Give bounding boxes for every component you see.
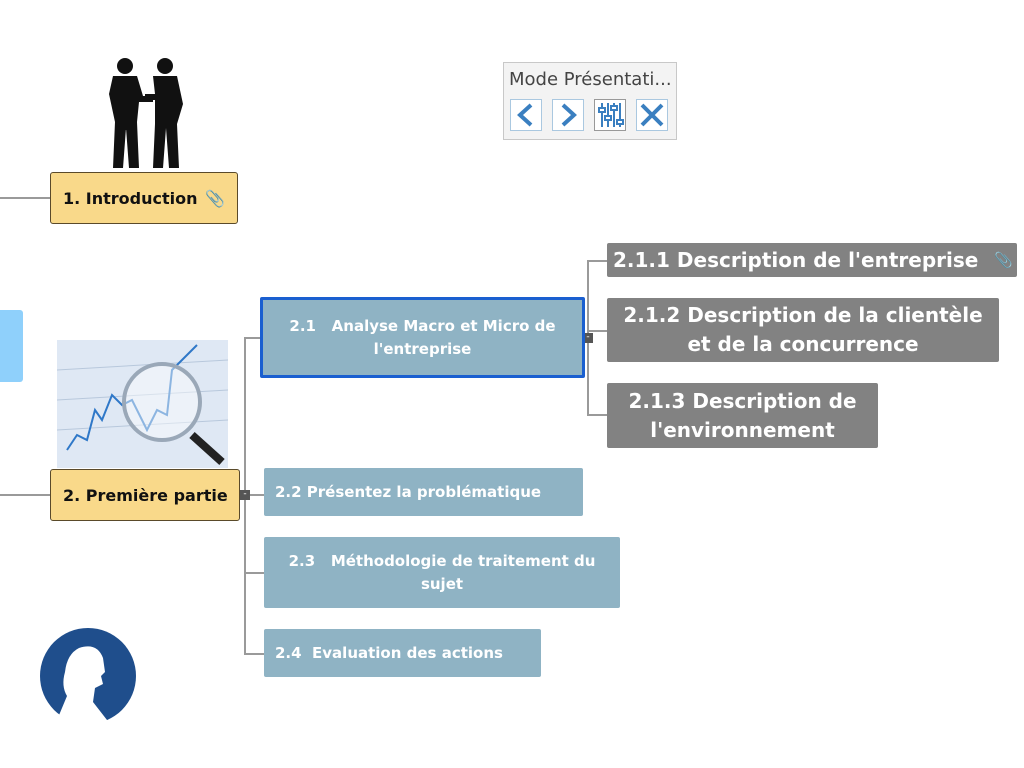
node-2-1[interactable]: 2.1 Analyse Macro et Micro de l'entrepri…: [260, 297, 585, 378]
node-number: 2.1: [289, 316, 316, 335]
collapse-toggle[interactable]: -: [240, 490, 250, 500]
presentation-toolbar: Mode Présentati...: [503, 62, 677, 140]
node-label: 2.1.1 Description de l'entreprise: [613, 247, 979, 272]
node-premiere-partie[interactable]: 2. Première partie: [50, 469, 240, 521]
collapse-toggle[interactable]: -: [583, 333, 593, 343]
node-label: 1. Introduction: [63, 188, 198, 208]
connector: [0, 197, 50, 199]
node-2-1-2[interactable]: 2.1.2 Description de la clientèle et de …: [607, 298, 999, 362]
node-2-3[interactable]: 2.3 Méthodologie de traitement du sujet: [264, 537, 620, 608]
node-label: 2.2 Présentez la problématique: [275, 482, 542, 501]
node-label: 2.1.3 Description de l'environnement: [628, 388, 857, 442]
toolbar-title: Mode Présentati...: [509, 69, 672, 90]
connector: [587, 330, 607, 332]
node-2-2[interactable]: 2.2 Présentez la problématique: [264, 468, 583, 516]
close-icon: [640, 103, 664, 127]
node-label: Evaluation des actions: [312, 643, 503, 662]
settings-button[interactable]: [594, 99, 626, 131]
chevron-right-icon: [561, 103, 577, 127]
node-2-1-1[interactable]: 2.1.1 Description de l'entreprise 📎: [607, 243, 1017, 277]
node-number: 2.3: [288, 551, 316, 570]
connector: [244, 337, 260, 339]
thinker-icon: [40, 628, 136, 720]
connector: [587, 260, 607, 262]
connector: [244, 653, 264, 655]
connector: [587, 414, 607, 416]
node-2-1-3[interactable]: 2.1.3 Description de l'environnement: [607, 383, 878, 448]
node-label: 2.1.2 Description de la clientèle et de …: [623, 303, 983, 356]
node-2-4[interactable]: 2.4 Evaluation des actions: [264, 629, 541, 677]
node-label: 2. Première partie: [63, 485, 228, 505]
node-introduction[interactable]: 1. Introduction 📎: [50, 172, 238, 224]
handshake-image: [109, 58, 183, 168]
connector: [0, 494, 50, 496]
side-tab[interactable]: [0, 310, 23, 382]
paperclip-icon[interactable]: 📎: [994, 250, 1013, 269]
node-label: Méthodologie de traitement du sujet: [330, 551, 596, 593]
chart-magnifier-image: [57, 340, 228, 468]
connector: [244, 572, 264, 574]
chevron-left-icon: [517, 103, 533, 127]
previous-button[interactable]: [510, 99, 542, 131]
node-label: Analyse Macro et Micro de l'entreprise: [331, 316, 556, 358]
paperclip-icon[interactable]: 📎: [205, 188, 225, 208]
connector: [240, 494, 264, 496]
next-button[interactable]: [552, 99, 584, 131]
close-button[interactable]: [636, 99, 668, 131]
node-number: 2.4: [275, 643, 302, 662]
sliders-icon: [598, 103, 624, 127]
